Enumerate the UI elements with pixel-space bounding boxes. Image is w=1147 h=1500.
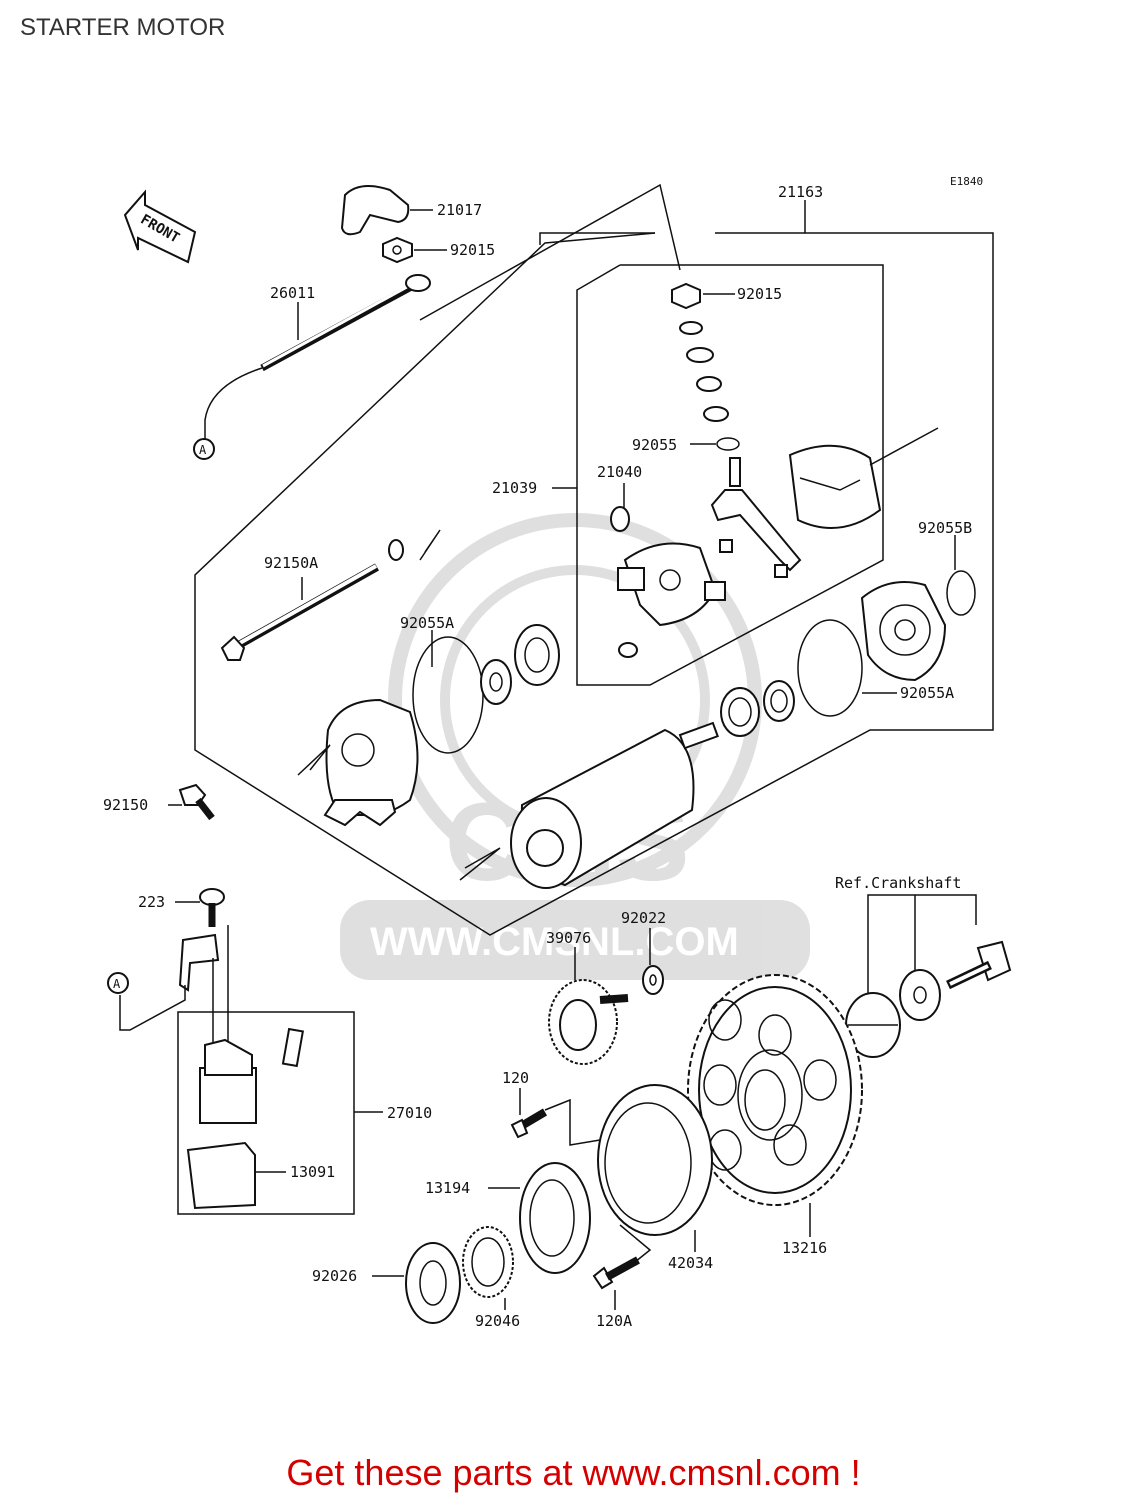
label-26011: 26011: [270, 284, 315, 302]
connector-a-icon: A: [193, 438, 215, 460]
label-13091: 13091: [290, 1163, 335, 1181]
part-26011-cable: [204, 274, 431, 440]
label-92150A: 92150A: [264, 554, 318, 572]
part-120-screw: [510, 1088, 601, 1146]
part-92055B-oring: [946, 535, 976, 616]
connector-a-icon-2: A: [107, 972, 129, 994]
lock-washer: [388, 529, 441, 561]
label-223: 223: [138, 893, 165, 911]
label-92055: 92055: [632, 436, 677, 454]
ref-crankshaft-leader: [867, 894, 977, 925]
inner-outline-21039: [576, 264, 884, 686]
terminal-bracket: [710, 457, 802, 578]
part-92150-bolt: [168, 783, 215, 821]
part-92046-bearing: [462, 1226, 514, 1310]
brush-holder-outline-21039: [539, 232, 655, 245]
label-13216: 13216: [782, 1239, 827, 1257]
label-120: 120: [502, 1069, 529, 1087]
svg-text:A: A: [199, 443, 207, 457]
part-92150A-bolt: [220, 563, 379, 661]
page-title: STARTER MOTOR: [20, 14, 226, 41]
label-21040: 21040: [597, 463, 642, 481]
label-92150: 92150: [103, 796, 148, 814]
diagram-id: E1840: [950, 175, 983, 188]
part-92015-nut-2: [671, 282, 735, 310]
relay-outline-27010: [177, 1011, 355, 1215]
part-13091-cover: [186, 1141, 286, 1210]
part-92022-washer: [642, 928, 664, 995]
label-92055A-left: 92055A: [400, 614, 454, 632]
part-39076-gear: [548, 947, 629, 1065]
part-21040-spring: [610, 483, 630, 532]
svg-text:A: A: [113, 977, 121, 991]
front-arrow-icon: FRONT: [123, 189, 197, 264]
part-223-screw: [175, 888, 225, 927]
label-92022: 92022: [621, 909, 666, 927]
part-13216-gear: [687, 974, 863, 1237]
washer-stack: [679, 321, 740, 451]
end-cover: [788, 427, 939, 529]
part-13194-clutch: [488, 1162, 591, 1274]
front-housing: [297, 698, 419, 827]
part-92055A-right-oring: [797, 619, 897, 717]
label-21017: 21017: [437, 201, 482, 219]
label-92015-b: 92015: [737, 285, 782, 303]
label-120A: 120A: [596, 1312, 632, 1330]
part-92015-nut: [382, 236, 447, 264]
label-92046: 92046: [475, 1312, 520, 1330]
ref-crankshaft-label: Ref.Crankshaft: [835, 874, 961, 892]
label-27010: 27010: [387, 1104, 432, 1122]
watermark-url: WWW.CMSNL.COM: [370, 920, 739, 964]
label-92015-a: 92015: [450, 241, 495, 259]
label-21039: 21039: [492, 479, 537, 497]
part-120A-screw: [592, 1224, 652, 1310]
part-42034-housing: [597, 1084, 713, 1252]
assembly-outline-21163: [194, 200, 994, 936]
brush-spring: [618, 642, 638, 658]
motor-body: [459, 721, 719, 889]
label-92055A-right: 92055A: [900, 684, 954, 702]
relay-bracket: [119, 925, 229, 1051]
rear-housing: [860, 581, 947, 682]
label-42034: 42034: [668, 1254, 713, 1272]
part-21017-cap: [340, 185, 433, 236]
label-92026: 92026: [312, 1267, 357, 1285]
crankshaft-parts: [845, 940, 1012, 1058]
starter-relay: [199, 1027, 305, 1124]
label-92055B: 92055B: [918, 519, 972, 537]
bearings-right: [720, 680, 795, 737]
label-21163: 21163: [778, 183, 823, 201]
label-13194: 13194: [425, 1179, 470, 1197]
bearings-left: [480, 624, 560, 705]
brush-holder-plate: [617, 542, 726, 627]
label-39076: 39076: [546, 929, 591, 947]
part-92026-washer: [372, 1242, 461, 1324]
footer-link[interactable]: Get these parts at www.cmsnl.com !: [286, 1452, 861, 1493]
